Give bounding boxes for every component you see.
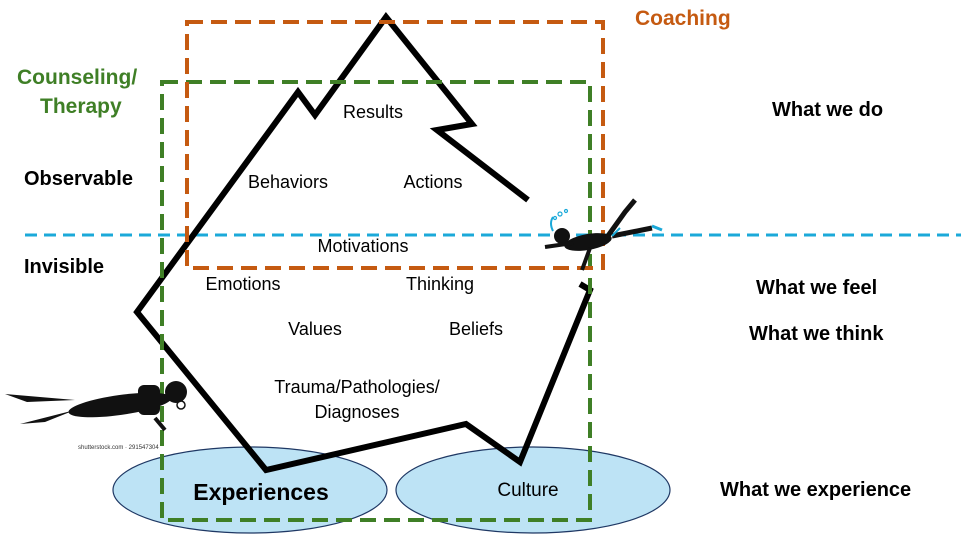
observable-label: Observable (24, 168, 133, 190)
coaching-label: Coaching (635, 7, 731, 30)
actions-label: Actions (403, 172, 463, 192)
what-we-feel-label: What we feel (756, 277, 878, 299)
thinking-label: Thinking (405, 274, 475, 294)
watermark-text: shutterstock.com · 291547304 (78, 445, 159, 451)
experiences-label: Experiences (193, 479, 329, 505)
trauma-label-line1: Trauma/Pathologies/ (274, 377, 440, 397)
counseling-label-line2: Therapy (40, 95, 122, 118)
counseling-box (160, 80, 592, 522)
scuba-diver-icon (5, 381, 187, 432)
culture-ellipse (395, 446, 671, 534)
counseling-label-line1: Counseling/ (17, 66, 138, 89)
behaviors-label: Behaviors (247, 172, 329, 192)
trauma-label-line2: Diagnoses (314, 402, 400, 422)
emotions-label: Emotions (205, 274, 281, 294)
snorkeler-icon (544, 198, 663, 271)
what-we-experience-label: What we experience (720, 479, 912, 501)
what-we-think-label: What we think (749, 323, 884, 345)
culture-label: Culture (497, 480, 559, 501)
coaching-box (185, 20, 605, 270)
values-label: Values (288, 319, 342, 339)
invisible-label: Invisible (24, 256, 105, 278)
motivations-label: Motivations (317, 236, 409, 256)
results-label: Results (342, 102, 404, 122)
beliefs-label: Beliefs (448, 319, 504, 339)
iceberg-outline (133, 12, 594, 474)
what-we-do-label: What we do (772, 99, 884, 121)
